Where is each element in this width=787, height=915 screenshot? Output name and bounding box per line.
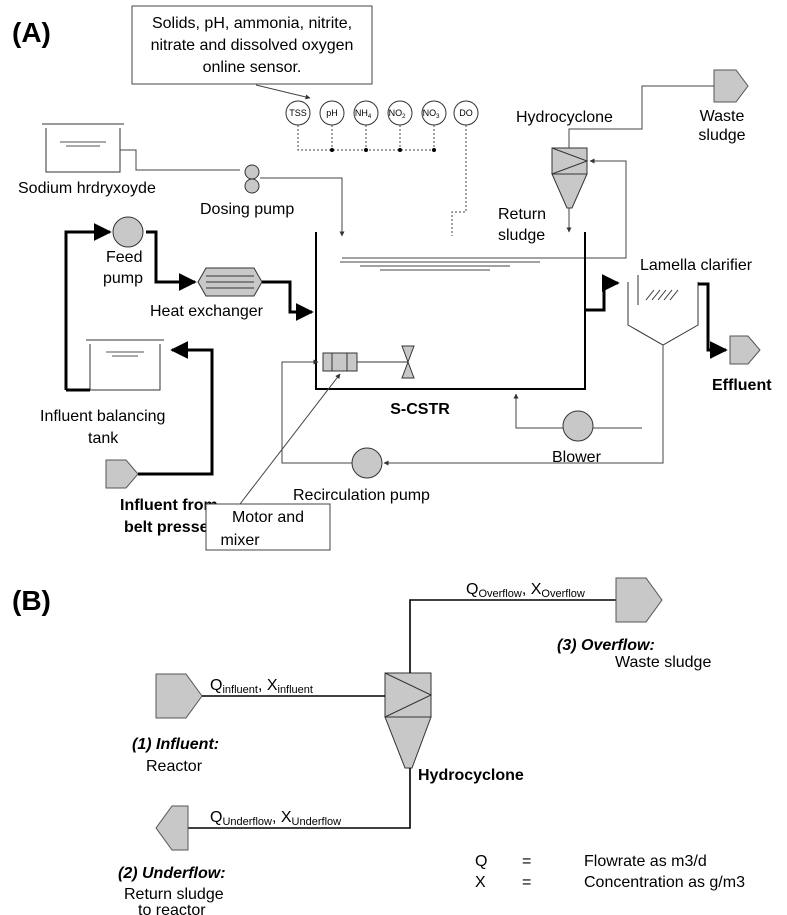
underflow-desc-1: Return sludge (124, 886, 224, 903)
hydrocyclone-b-label: Hydrocyclone (418, 767, 524, 784)
recirculation-pump (351, 447, 383, 479)
motor-mixer-box (205, 503, 331, 551)
balancing-tank-label-1: Influent balancing (40, 408, 165, 425)
svg-text:NO3: NO3 (423, 108, 441, 120)
sensor-row: TSS pH NH4 NO2 NO3 DO (285, 100, 479, 236)
legend-q-eq: = (522, 853, 531, 870)
panel-b-tag: (B) (12, 585, 51, 616)
motor-mixer-label-2: mixer (220, 532, 260, 549)
sensor-note-pointer (255, 84, 311, 100)
sensor-note-line-1: Solids, pH, ammonia, nitrite, (152, 15, 352, 32)
legend-x-text: Concentration as g/m3 (584, 874, 745, 891)
legend-x-eq: = (522, 874, 531, 891)
influent-from-label-2: belt presses (124, 519, 217, 536)
waste-sludge-label-2: sludge (698, 127, 745, 144)
legend-q-text: Flowrate as m3/d (584, 853, 707, 870)
sensor-note-line-2: nitrate and dissolved oxygen (151, 37, 354, 54)
return-sludge-label-1: Return (498, 206, 546, 223)
sensor-do-label: DO (459, 108, 473, 118)
influent-b-inlet (155, 673, 203, 719)
motor-mixer-label-1: Motor and (232, 509, 304, 526)
hydrocyclone-a-label: Hydrocyclone (516, 109, 613, 126)
legend: Q = Flowrate as m3/d X = Concentration a… (475, 853, 745, 891)
overflow-desc: Waste sludge (615, 654, 711, 671)
influent-inlet (105, 459, 139, 489)
influent-title: (1) Influent: (132, 736, 219, 753)
q-underflow: Q (210, 809, 222, 826)
feed-pump (112, 216, 144, 248)
feed-pump-label-1: Feed (106, 249, 142, 266)
sensor-no2-sub: 2 (402, 114, 406, 120)
x-overflow-sub: Overflow (541, 588, 584, 600)
x-underflow-sub: Underflow (292, 816, 342, 828)
heat-exchanger-label: Heat exchanger (150, 303, 264, 320)
hydrocyclone-b (384, 672, 433, 769)
svg-text:NH4: NH4 (355, 108, 372, 120)
sensor-nh4-label: NH (355, 108, 368, 118)
sensor-note: Solids, pH, ammonia, nitrite, nitrate an… (131, 5, 373, 85)
underflow-desc-2: to reactor (138, 902, 206, 915)
s-cstr-label: S-CSTR (390, 401, 450, 418)
q-overflow: Q (466, 581, 478, 598)
overflow-title: (3) Overflow: (557, 637, 655, 654)
waste-sludge-label-1: Waste (700, 108, 745, 125)
panel-a-tag: (A) (12, 17, 51, 48)
x-influent-sub: influent (278, 684, 313, 696)
sensor-note-line-3: online sensor. (203, 59, 302, 76)
heat-exchanger (197, 267, 263, 297)
x-underflow: X (281, 809, 292, 826)
effluent-outlet (729, 335, 761, 365)
lamella-label: Lamella clarifier (640, 257, 753, 274)
svg-text:QOverflow, XOverflow: QOverflow, XOverflow (466, 581, 585, 600)
sensor-tss-label: TSS (289, 108, 307, 118)
legend-x-sym: X (475, 874, 486, 891)
sensor-nh4-sub: 4 (368, 114, 372, 120)
waste-sludge-outlet (713, 69, 749, 103)
s-cstr-tank (315, 232, 586, 390)
influent-from-label-1: Influent from (120, 497, 218, 514)
sensor-no3-label: NO (423, 108, 437, 118)
q-influent-sub: influent (222, 684, 257, 696)
svg-text:Qinfluent, Xinfluent: Qinfluent, Xinfluent (210, 677, 313, 696)
q-overflow-sub: Overflow (478, 588, 521, 600)
blower (562, 410, 594, 442)
legend-q-sym: Q (475, 853, 487, 870)
overflow-outlet (615, 577, 663, 623)
svg-text:NO2: NO2 (389, 108, 407, 120)
sodium-hydroxide-tank (42, 123, 124, 173)
x-influent: X (267, 677, 278, 694)
effluent-label: Effluent (712, 377, 772, 394)
balancing-tank-label-2: tank (88, 430, 119, 447)
underflow-title: (2) Underflow: (118, 865, 226, 882)
lamella-clarifier (627, 275, 699, 346)
sodium-label: Sodium hrdryxoyde (18, 180, 156, 197)
underflow-outlet (155, 805, 189, 851)
sensor-no2-label: NO (389, 108, 403, 118)
q-influent: Q (210, 677, 222, 694)
feed-pump-label-2: pump (103, 270, 143, 287)
x-overflow: X (531, 581, 542, 598)
sensor-ph-label: pH (326, 108, 338, 118)
dosing-pump-label: Dosing pump (200, 201, 294, 218)
recirc-pump-label: Recirculation pump (293, 487, 430, 504)
q-underflow-sub: Underflow (222, 816, 272, 828)
svg-text:QUnderflow, XUnderflow: QUnderflow, XUnderflow (210, 809, 341, 828)
hydrocyclone-a (551, 147, 589, 209)
influent-desc: Reactor (146, 758, 203, 775)
blower-label: Blower (552, 449, 602, 466)
sensor-no3-sub: 3 (436, 114, 440, 120)
balancing-tank (86, 339, 164, 391)
return-sludge-label-2: sludge (498, 227, 545, 244)
dosing-pump (244, 164, 260, 194)
